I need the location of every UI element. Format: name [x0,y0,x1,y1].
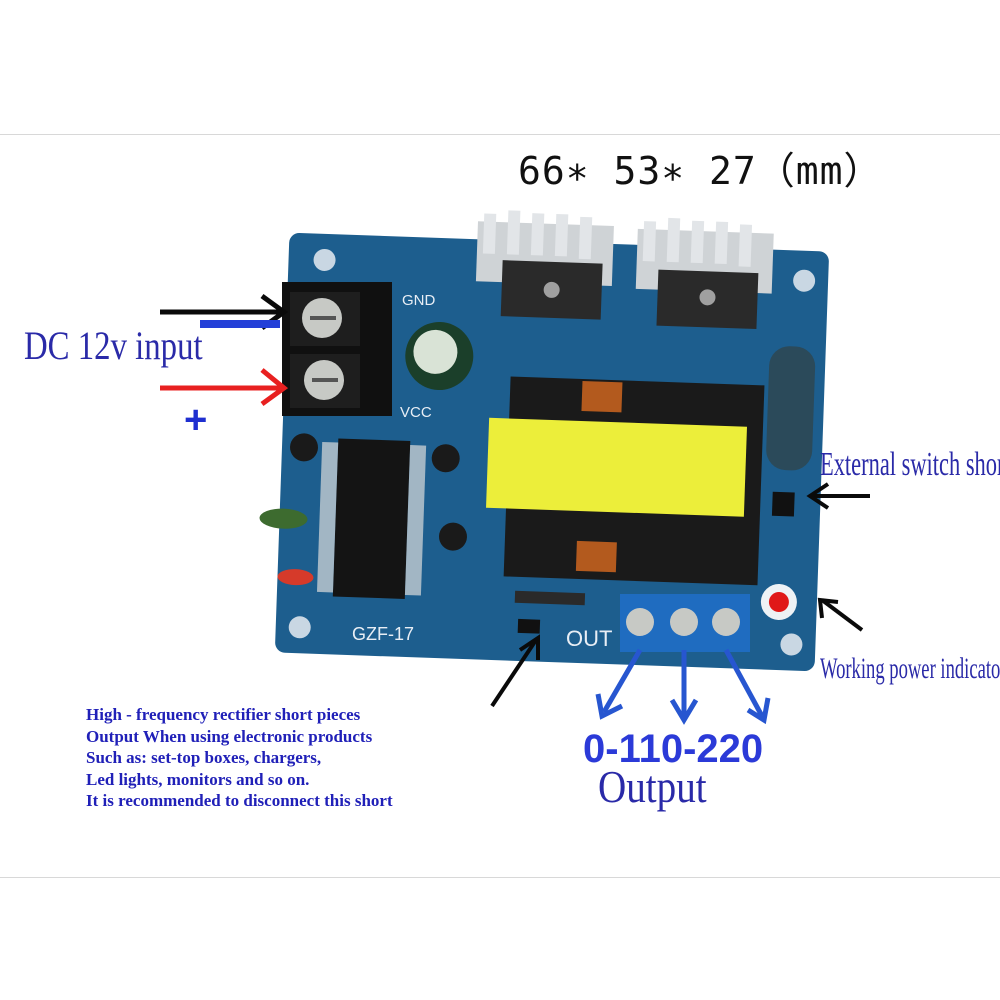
switch-housing [766,346,816,471]
ic-chip [332,438,411,599]
mount-hole [313,248,336,271]
note-line: Output When using electronic products [86,726,373,746]
vcc-silk-label: VCC [400,404,432,421]
power-indicator-label: Working power indicator [820,652,1000,685]
external-switch-label: External switch short [820,446,1000,483]
heatsink-left [475,210,614,320]
plus-sign: + [184,398,208,442]
transformer-coil [486,417,747,517]
rectifier-note: High - frequency rectifier short pieces … [86,704,393,812]
out-silk-label: OUT [566,626,613,651]
mount-hole [780,633,803,656]
heatsink-right [635,217,774,330]
output-terminal-block [620,594,750,652]
external-switch-arrow [806,482,870,510]
mount-hole [288,616,311,639]
output-arrows [595,648,771,725]
rectifier-jumper [517,618,541,634]
gnd-silk-label: GND [402,292,436,309]
dimensions-label: 66∗ 53∗ 27（mm） [518,149,883,193]
output-label: Output [598,761,707,812]
external-switch-jumper [771,491,795,517]
note-line: High - frequency rectifier short pieces [86,705,361,724]
input-terminal-block [282,282,392,416]
note-line: Such as: set-top boxes, chargers, [86,748,322,767]
dc-input-label: DC 12v input [24,323,203,368]
vcc-arrow [160,368,289,407]
mount-hole [793,269,816,292]
output-range-label: 0-110-220 [583,727,764,771]
note-line: Led lights, monitors and so on. [86,769,310,789]
note-line: It is recommended to disconnect this sho… [86,791,393,810]
board-model-label: GZF-17 [352,624,415,644]
jumper-arrow [490,634,540,708]
power-indicator-arrow [817,597,864,632]
